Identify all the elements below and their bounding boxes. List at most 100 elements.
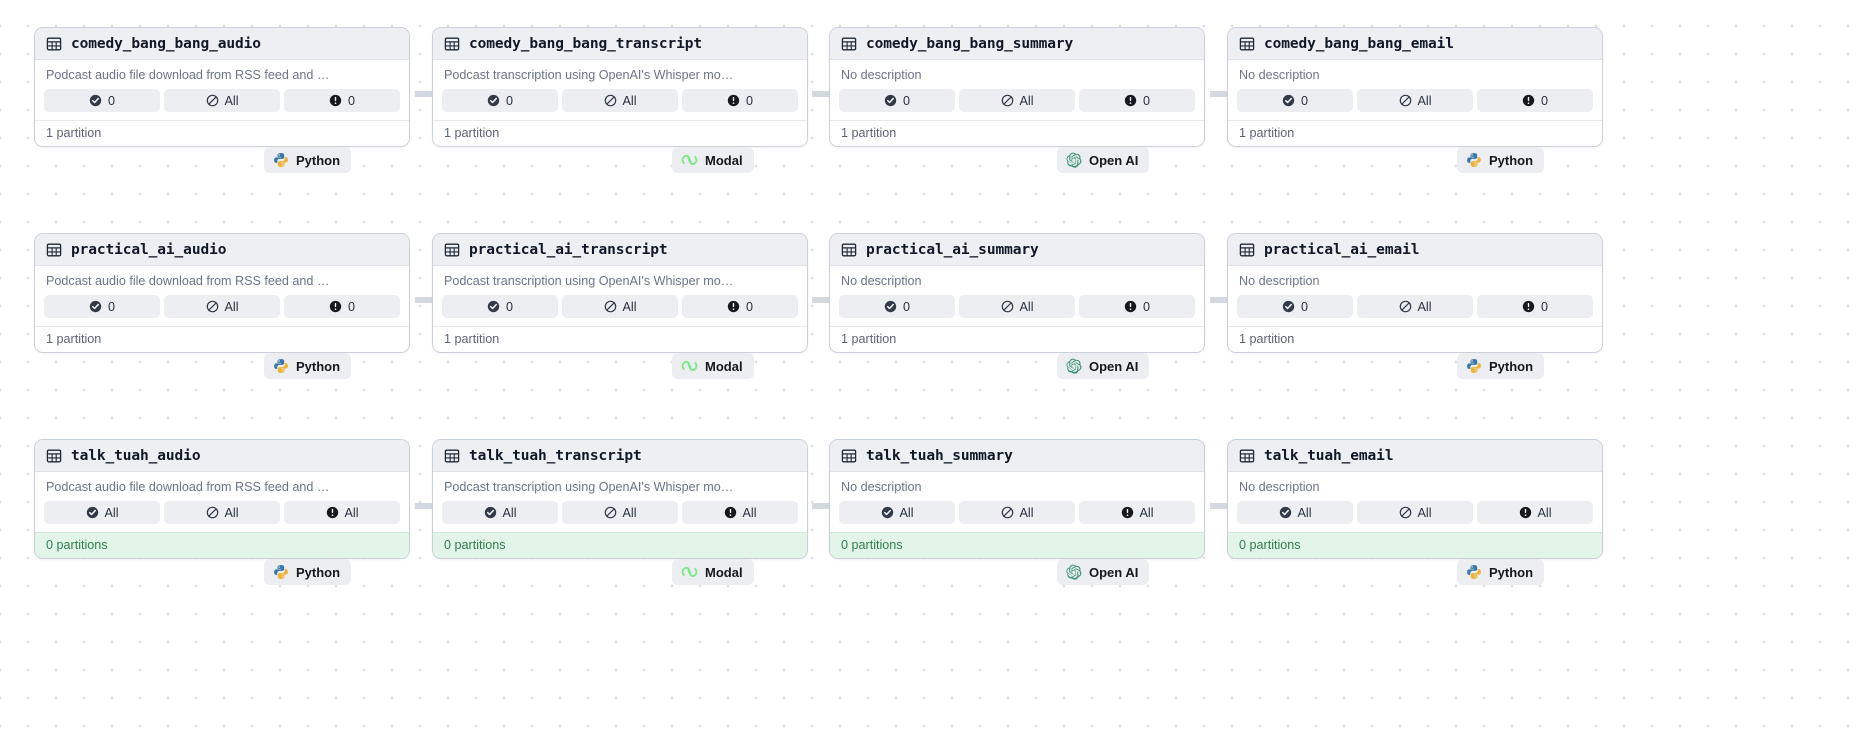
asset-chip-row: All All All xyxy=(1237,501,1593,524)
asset-tag-openai2[interactable]: Open AI xyxy=(1057,353,1150,379)
asset-node-header[interactable]: practical_ai_audio xyxy=(35,234,409,266)
asset-chip-2[interactable]: All xyxy=(284,501,400,524)
check-circle-icon xyxy=(89,94,102,107)
asset-node-comedy_bang_bang_summary[interactable]: comedy_bang_bang_summary No description … xyxy=(829,27,1205,147)
asset-node-partition-status: 1 partition xyxy=(433,120,807,146)
check-circle-icon xyxy=(1279,506,1291,519)
python-logo-icon xyxy=(1467,153,1481,167)
asset-chip-0[interactable]: 0 xyxy=(442,295,558,318)
asset-node-practical_ai_transcript[interactable]: practical_ai_transcript Podcast transcri… xyxy=(432,233,808,353)
alert-circle-icon xyxy=(329,300,342,313)
asset-chip-value: 0 xyxy=(902,299,910,314)
asset-chip-2[interactable]: 0 xyxy=(1079,295,1195,318)
asset-chip-0[interactable]: 0 xyxy=(839,89,955,112)
table-icon xyxy=(46,449,62,462)
asset-chip-value: All xyxy=(622,93,637,108)
asset-node-talk_tuah_transcript[interactable]: talk_tuah_transcript Podcast transcripti… xyxy=(432,439,808,559)
asset-chip-1[interactable]: All xyxy=(1357,501,1473,524)
asset-tag-modal2[interactable]: Modal xyxy=(672,353,754,379)
asset-chip-2[interactable]: 0 xyxy=(1477,89,1593,112)
asset-node-header[interactable]: talk_tuah_audio xyxy=(35,440,409,472)
asset-tag-python3[interactable]: Python xyxy=(264,353,352,379)
asset-chip-1[interactable]: All xyxy=(562,89,678,112)
asset-node-talk_tuah_summary[interactable]: talk_tuah_summary No description All All… xyxy=(829,439,1205,559)
asset-chip-0[interactable]: All xyxy=(839,501,955,524)
asset-chip-1[interactable]: All xyxy=(164,501,280,524)
asset-node-header[interactable]: practical_ai_transcript xyxy=(433,234,807,266)
modal-logo-icon xyxy=(681,566,698,578)
asset-tag-python5[interactable]: Python xyxy=(264,559,352,585)
asset-node-header[interactable]: practical_ai_summary xyxy=(830,234,1204,266)
asset-chip-2[interactable]: All xyxy=(1477,501,1593,524)
asset-node-header[interactable]: talk_tuah_summary xyxy=(830,440,1204,472)
asset-chip-value: 0 xyxy=(107,93,115,108)
asset-node-practical_ai_audio[interactable]: practical_ai_audio Podcast audio file do… xyxy=(34,233,410,353)
asset-tag-python6[interactable]: Python xyxy=(1457,559,1545,585)
asset-node-body: No description All All All xyxy=(830,472,1204,532)
asset-chip-0[interactable]: All xyxy=(442,501,558,524)
asset-chip-1[interactable]: All xyxy=(1357,89,1473,112)
asset-node-header[interactable]: comedy_bang_bang_transcript xyxy=(433,28,807,60)
asset-tag-modal3[interactable]: Modal xyxy=(672,559,754,585)
asset-chip-2[interactable]: 0 xyxy=(1079,89,1195,112)
asset-chip-0[interactable]: 0 xyxy=(442,89,558,112)
slash-circle-icon xyxy=(604,506,616,519)
asset-tag-python[interactable]: Python xyxy=(264,147,352,173)
asset-chip-1[interactable]: All xyxy=(562,501,678,524)
asset-node-header[interactable]: talk_tuah_transcript xyxy=(433,440,807,472)
asset-chip-1[interactable]: All xyxy=(562,295,678,318)
asset-node-comedy_bang_bang_audio[interactable]: comedy_bang_bang_audio Podcast audio fil… xyxy=(34,27,410,147)
asset-tag-openai[interactable]: Open AI xyxy=(1057,147,1150,173)
asset-node-comedy_bang_bang_email[interactable]: comedy_bang_bang_email No description 0 … xyxy=(1227,27,1603,147)
asset-node-body: Podcast transcription using OpenAI's Whi… xyxy=(433,472,807,532)
python-logo-icon xyxy=(1467,565,1481,579)
asset-node-body: Podcast transcription using OpenAI's Whi… xyxy=(433,60,807,120)
asset-chip-1[interactable]: All xyxy=(164,89,280,112)
asset-tag-openai3[interactable]: Open AI xyxy=(1057,559,1150,585)
asset-chip-row: All All All xyxy=(44,501,400,524)
asset-chip-0[interactable]: 0 xyxy=(839,295,955,318)
asset-chip-0[interactable]: 0 xyxy=(1237,89,1353,112)
asset-node-header[interactable]: comedy_bang_bang_audio xyxy=(35,28,409,60)
asset-chip-2[interactable]: 0 xyxy=(682,89,798,112)
asset-chip-value: 0 xyxy=(1142,93,1150,108)
asset-node-header[interactable]: comedy_bang_bang_email xyxy=(1228,28,1602,60)
asset-node-talk_tuah_audio[interactable]: talk_tuah_audio Podcast audio file downl… xyxy=(34,439,410,559)
asset-tag-python2[interactable]: Python xyxy=(1457,147,1545,173)
asset-node-practical_ai_email[interactable]: practical_ai_email No description 0 All … xyxy=(1227,233,1603,353)
asset-chip-0[interactable]: 0 xyxy=(1237,295,1353,318)
asset-chip-0[interactable]: 0 xyxy=(44,89,160,112)
asset-chip-1[interactable]: All xyxy=(1357,295,1473,318)
asset-chip-2[interactable]: All xyxy=(1079,501,1195,524)
asset-chip-0[interactable]: All xyxy=(1237,501,1353,524)
asset-chip-1[interactable]: All xyxy=(959,89,1075,112)
asset-chip-value: 0 xyxy=(1300,93,1308,108)
asset-node-header[interactable]: talk_tuah_email xyxy=(1228,440,1602,472)
asset-chip-0[interactable]: 0 xyxy=(44,295,160,318)
slash-circle-icon xyxy=(1001,94,1013,107)
asset-chip-value: 0 xyxy=(505,299,513,314)
asset-chip-2[interactable]: 0 xyxy=(284,295,400,318)
asset-chip-2[interactable]: All xyxy=(682,501,798,524)
asset-chip-2[interactable]: 0 xyxy=(284,89,400,112)
slash-circle-icon xyxy=(604,300,616,313)
asset-tag-modal[interactable]: Modal xyxy=(672,147,754,173)
asset-chip-0[interactable]: All xyxy=(44,501,160,524)
check-circle-icon xyxy=(884,94,897,107)
asset-node-body: Podcast transcription using OpenAI's Whi… xyxy=(433,266,807,326)
asset-node-talk_tuah_email[interactable]: talk_tuah_email No description All All A… xyxy=(1227,439,1603,559)
asset-chip-2[interactable]: 0 xyxy=(1477,295,1593,318)
asset-chip-1[interactable]: All xyxy=(164,295,280,318)
asset-chip-value: 0 xyxy=(347,299,355,314)
asset-node-header[interactable]: practical_ai_email xyxy=(1228,234,1602,266)
asset-node-header[interactable]: comedy_bang_bang_summary xyxy=(830,28,1204,60)
python-logo-icon xyxy=(1467,359,1481,373)
asset-tag-label: Python xyxy=(296,358,341,374)
asset-node-practical_ai_summary[interactable]: practical_ai_summary No description 0 Al… xyxy=(829,233,1205,353)
asset-chip-1[interactable]: All xyxy=(959,295,1075,318)
asset-tag-python4[interactable]: Python xyxy=(1457,353,1545,379)
asset-node-comedy_bang_bang_transcript[interactable]: comedy_bang_bang_transcript Podcast tran… xyxy=(432,27,808,147)
asset-chip-2[interactable]: 0 xyxy=(682,295,798,318)
asset-chip-1[interactable]: All xyxy=(959,501,1075,524)
